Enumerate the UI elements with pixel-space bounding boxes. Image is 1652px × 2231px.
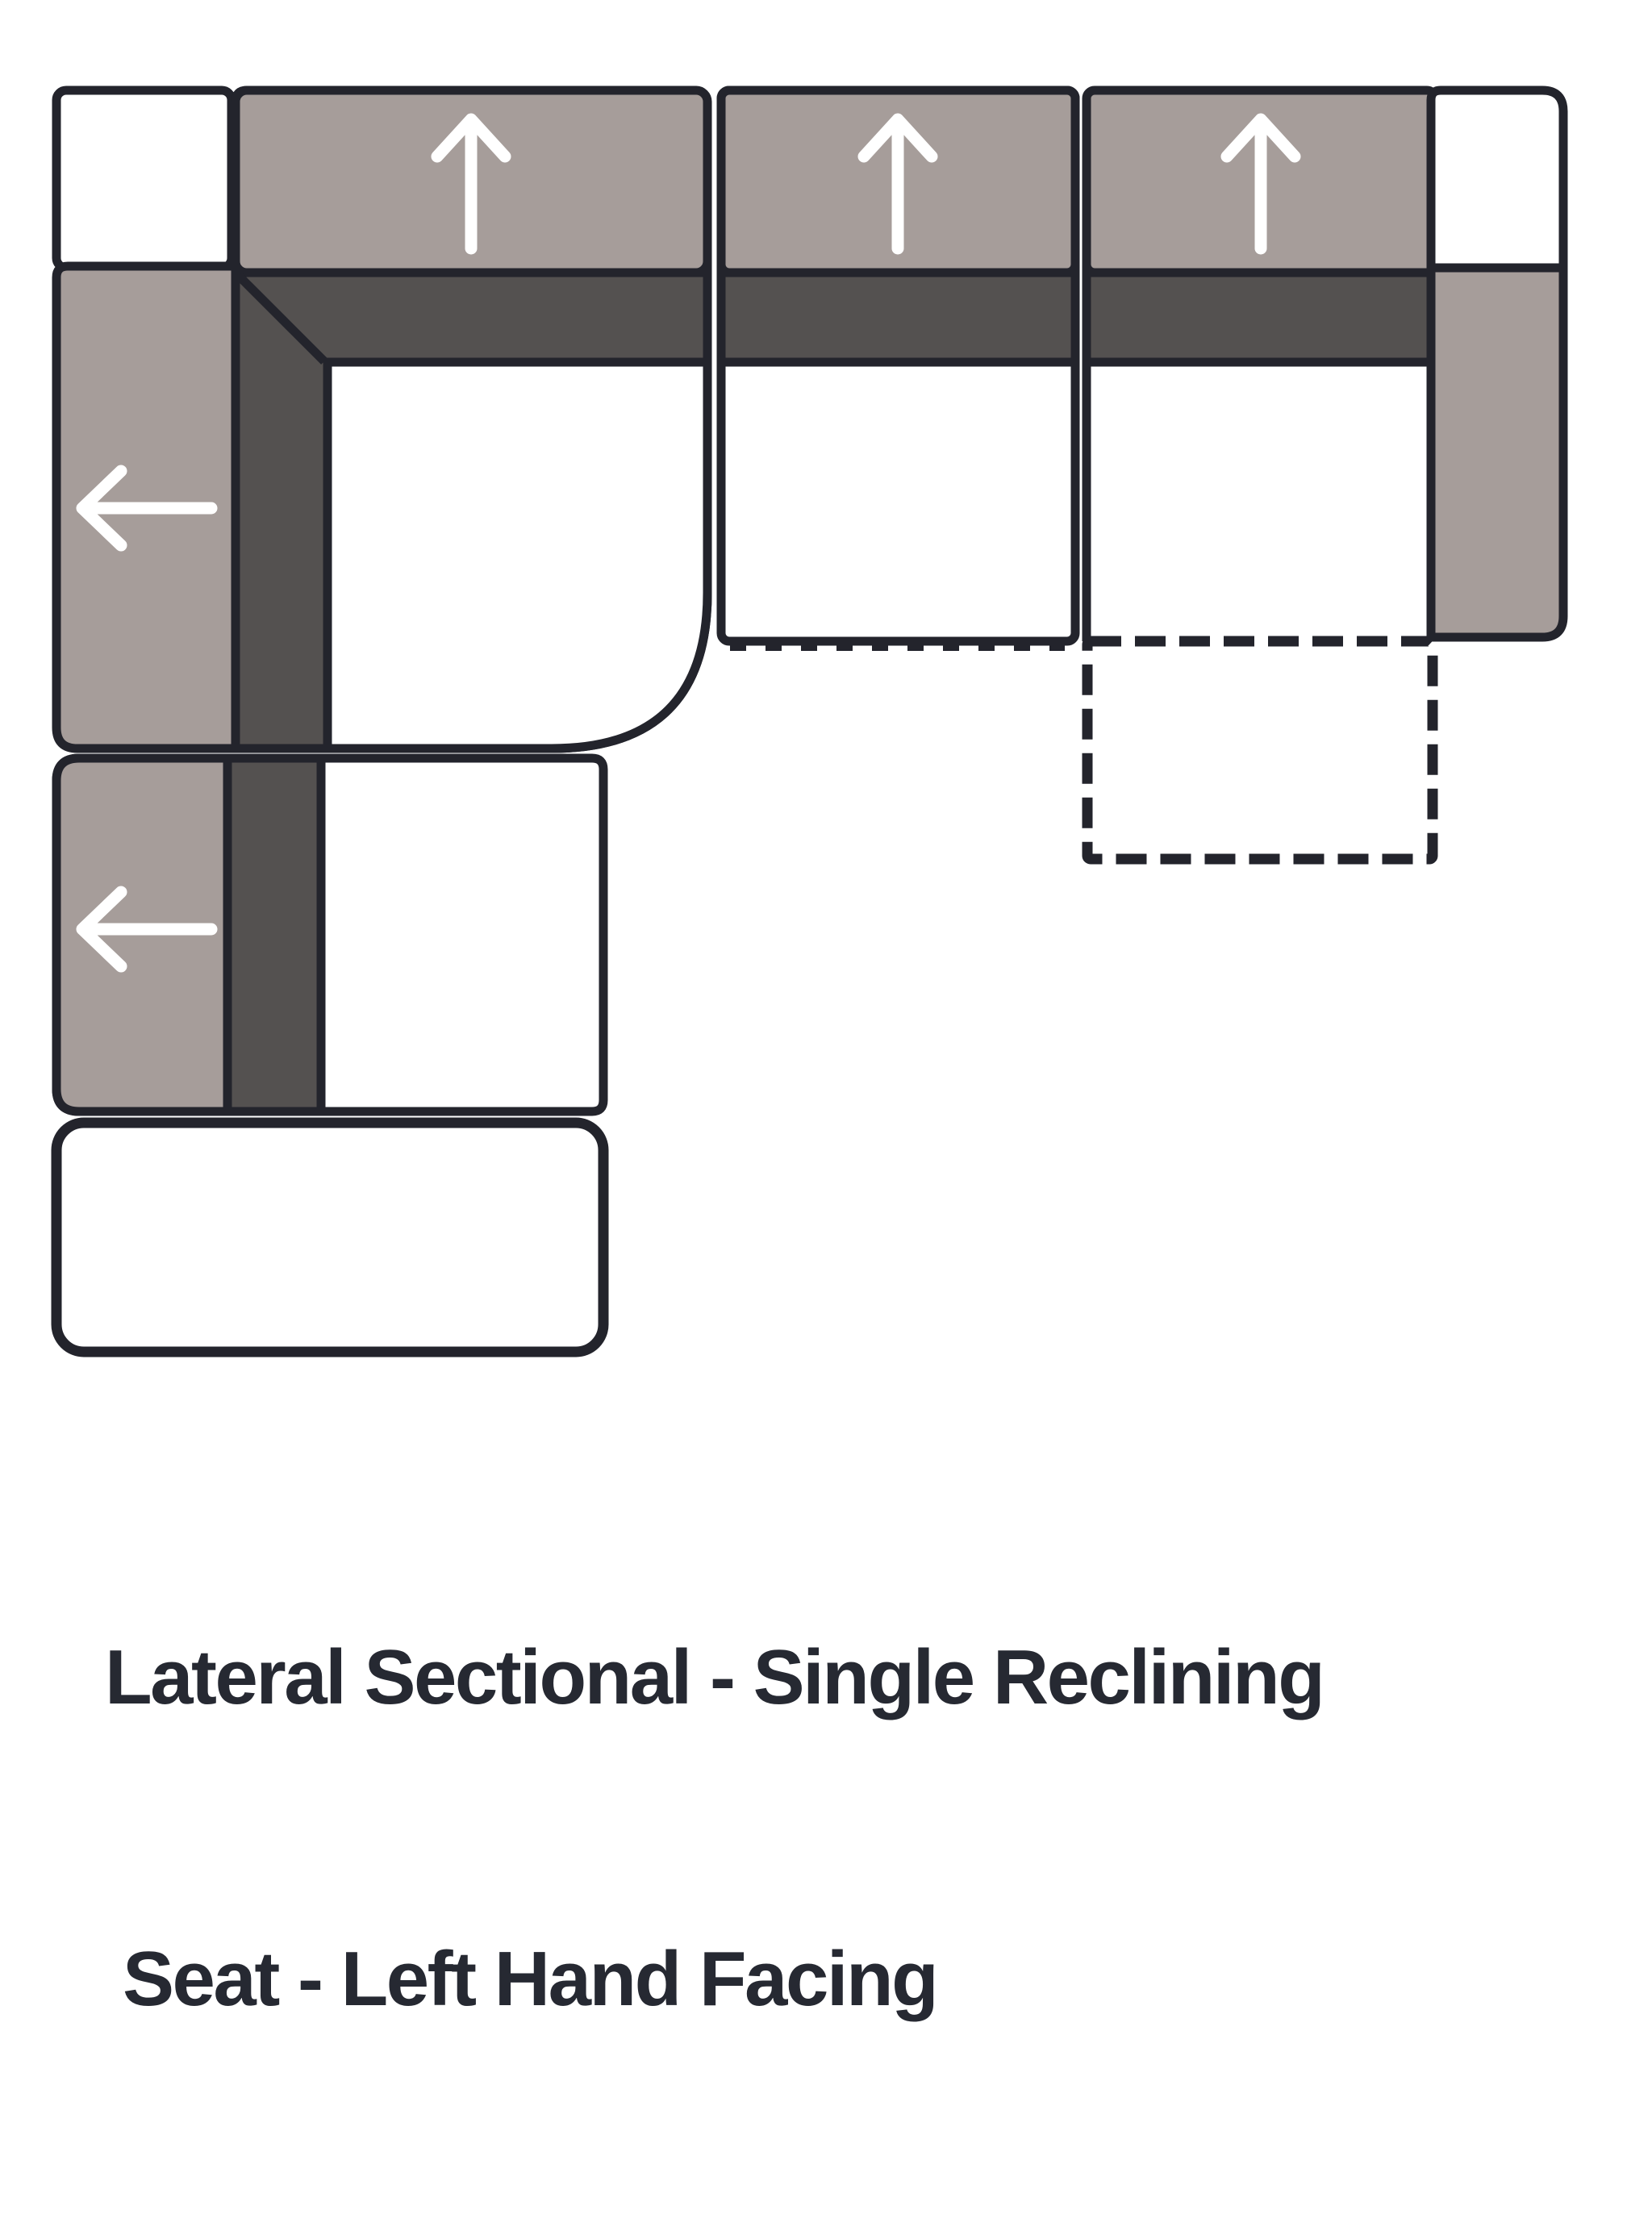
sectional-sofa-diagram [51, 85, 1568, 1357]
recliner-footrest-dashed-box [1082, 636, 1438, 865]
arrow-left-icon [76, 886, 218, 973]
arrow-left-icon [76, 465, 218, 552]
arrow-up-icon [1220, 113, 1301, 255]
left-arm-top-cap [52, 85, 236, 273]
right-armrest [1426, 263, 1568, 642]
page: Lateral Sectional - Single Reclining Sea… [51, 85, 1568, 2022]
arrow-up-icon [857, 113, 938, 255]
arrow-up-icon [431, 113, 511, 255]
caption-line-1: Lateral Sectional - Single Reclining [105, 1633, 1325, 1720]
lower-backrest-band [223, 753, 326, 1116]
reclining-backrest-band [1082, 268, 1440, 367]
right-arm-top-cap [1426, 85, 1568, 273]
caption-line-2: Seat - Left Hand Facing [123, 1935, 939, 2022]
diagram-caption: Lateral Sectional - Single Reclining Sea… [105, 1426, 1605, 2231]
backrest-miter-line [236, 273, 327, 365]
armless-ottoman [51, 1117, 609, 1357]
corner-seat [323, 357, 712, 753]
middle-backrest-band [716, 268, 1080, 367]
